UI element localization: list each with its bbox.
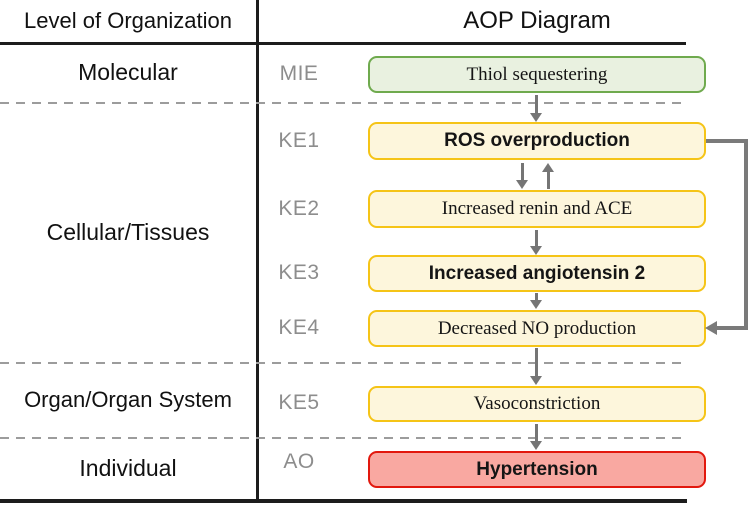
stage-label-ke3: KE3 bbox=[278, 261, 320, 284]
arrow-down-ke5-to-ao bbox=[530, 424, 543, 450]
arrow-down-ke1-to-ke2 bbox=[516, 163, 529, 189]
level-label-individual: Individual bbox=[79, 454, 177, 481]
stage-label-mie: MIE bbox=[279, 62, 319, 85]
column-header-aop-diagram: AOP Diagram bbox=[463, 7, 611, 34]
stage-label-ke1: KE1 bbox=[278, 129, 320, 152]
feedback-line-ke1-ke4-vertical bbox=[744, 139, 748, 330]
event-box-increased-angiotensin-2: Increased angiotensin 2 bbox=[368, 255, 706, 292]
arrow-down-ke3-to-ke4 bbox=[530, 293, 543, 309]
event-box-increased-renin-and-ace: Increased renin and ACE bbox=[368, 190, 706, 228]
level-separator-dashed bbox=[0, 437, 688, 440]
arrow-up-ke2-to-ke1 bbox=[542, 163, 555, 189]
level-label-cellular-tissues: Cellular/Tissues bbox=[46, 218, 210, 245]
level-separator-dashed bbox=[0, 102, 688, 105]
level-label-molecular: Molecular bbox=[78, 59, 178, 85]
arrow-down-ke4-to-ke5 bbox=[530, 348, 543, 385]
stage-label-ke5: KE5 bbox=[278, 391, 320, 414]
feedback-line-ke1-ke4-top bbox=[706, 139, 748, 143]
arrow-down-ke2-to-ke3 bbox=[530, 230, 543, 255]
stage-label-ke2: KE2 bbox=[278, 197, 320, 220]
level-label-organ-organ-system: Organ/Organ System bbox=[24, 386, 232, 412]
column-divider bbox=[256, 0, 259, 501]
event-box-decreased-no-production: Decreased NO production bbox=[368, 310, 706, 347]
stage-label-ke4: KE4 bbox=[278, 316, 320, 339]
event-box-thiol-sequestering: Thiol sequestering bbox=[368, 56, 706, 93]
event-box-ros-overproduction: ROS overproduction bbox=[368, 122, 706, 160]
event-box-hypertension: Hypertension bbox=[368, 451, 706, 488]
feedback-line-ke1-ke4-bottom bbox=[717, 326, 748, 330]
column-header-level-of-organization: Level of Organization bbox=[24, 8, 232, 33]
event-box-vasoconstriction: Vasoconstriction bbox=[368, 386, 706, 422]
header-rule bbox=[0, 42, 686, 45]
bottom-rule bbox=[0, 499, 687, 503]
level-separator-dashed bbox=[0, 362, 688, 365]
stage-label-ao: AO bbox=[283, 450, 315, 473]
feedback-arrowhead-into-ke4 bbox=[705, 321, 717, 335]
arrow-down-mie-to-ke1 bbox=[530, 95, 543, 122]
